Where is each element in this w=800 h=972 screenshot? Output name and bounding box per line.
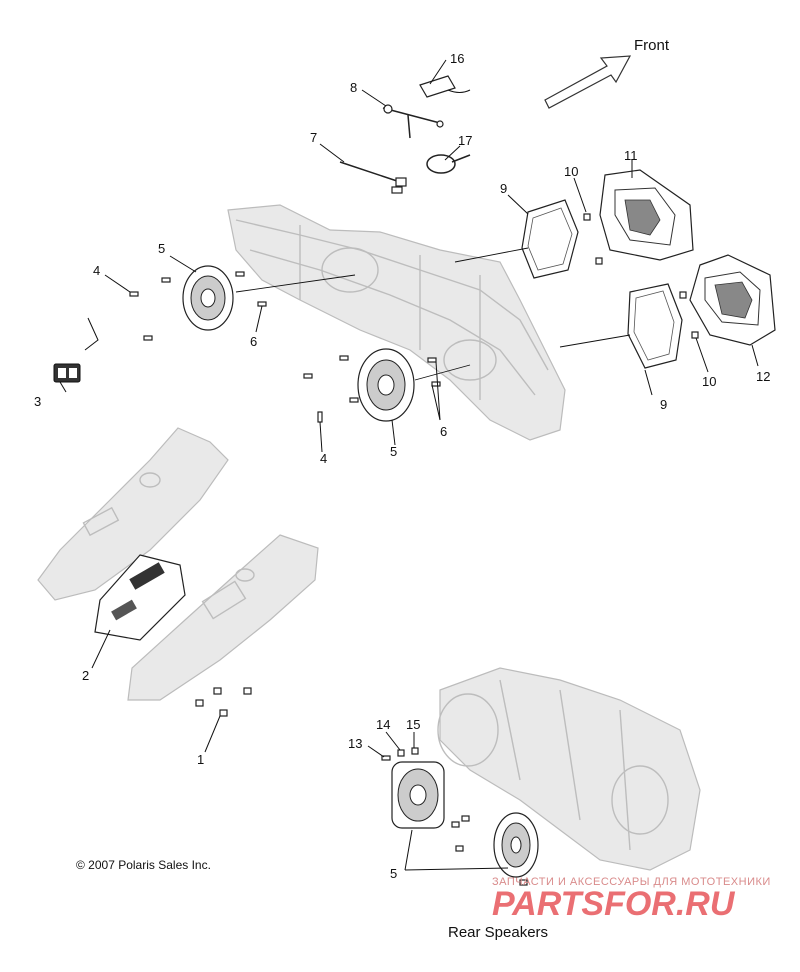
part-5-speaker-rear-b xyxy=(493,812,539,878)
callout-12: 12 xyxy=(756,369,770,384)
part-2-radio xyxy=(94,554,186,641)
callout-9-lower: 9 xyxy=(660,397,667,412)
callout-17: 17 xyxy=(458,133,472,148)
callout-10-upper: 10 xyxy=(564,164,578,179)
callout-5-rear: 5 xyxy=(390,866,397,881)
callout-7: 7 xyxy=(310,130,317,145)
callout-9-upper: 9 xyxy=(500,181,507,196)
dash-frame-ghost xyxy=(227,204,566,441)
part-9-gasket-lower xyxy=(627,283,683,369)
callout-13: 13 xyxy=(348,736,362,751)
leader-lines xyxy=(59,59,759,871)
part-17-cable-tie xyxy=(426,154,471,174)
rear-speakers-label: Rear Speakers xyxy=(448,924,548,941)
part-8-harness xyxy=(382,104,444,139)
callout-5-middle: 5 xyxy=(390,444,397,459)
part-5-speaker-upper xyxy=(182,265,234,331)
callout-4-lower: 4 xyxy=(320,451,327,466)
fasteners xyxy=(129,213,699,886)
watermark-brand: PARTSFOR.RU xyxy=(492,885,736,923)
copyright-text: © 2007 Polaris Sales Inc. xyxy=(76,858,211,872)
assembly-lines xyxy=(235,247,631,381)
callout-11: 11 xyxy=(624,148,638,163)
part-7-wire xyxy=(339,161,407,194)
callout-1: 1 xyxy=(197,752,204,767)
part-16-tag xyxy=(419,75,471,98)
watermark-tagline: ЗАПЧАСТИ И АКСЕССУАРЫ ДЛЯ МОТОТЕХНИКИ xyxy=(492,876,771,888)
part-11-enclosure xyxy=(599,169,694,261)
callout-5-upper: 5 xyxy=(158,241,165,256)
callout-14: 14 xyxy=(376,717,390,732)
part-3-switch xyxy=(53,317,99,383)
callout-8: 8 xyxy=(350,80,357,95)
callout-3: 3 xyxy=(34,394,41,409)
part-9-gasket-upper xyxy=(521,199,579,279)
part-5-speaker-middle xyxy=(357,348,415,422)
callout-10-lower: 10 xyxy=(702,374,716,389)
part-12-enclosure xyxy=(689,254,776,346)
front-label: Front xyxy=(634,37,670,54)
callout-6-upper: 6 xyxy=(250,334,257,349)
callout-15: 15 xyxy=(406,717,420,732)
callout-16: 16 xyxy=(450,51,464,66)
console-ghost-lower xyxy=(127,534,319,701)
part-5-speaker-rear-a xyxy=(391,761,445,829)
callout-6-lower: 6 xyxy=(440,424,447,439)
rear-frame-ghost xyxy=(437,667,701,871)
callout-2: 2 xyxy=(82,668,89,683)
front-arrow xyxy=(544,55,632,109)
console-ghost-upper xyxy=(37,427,229,601)
callout-4-upper: 4 xyxy=(93,263,100,278)
